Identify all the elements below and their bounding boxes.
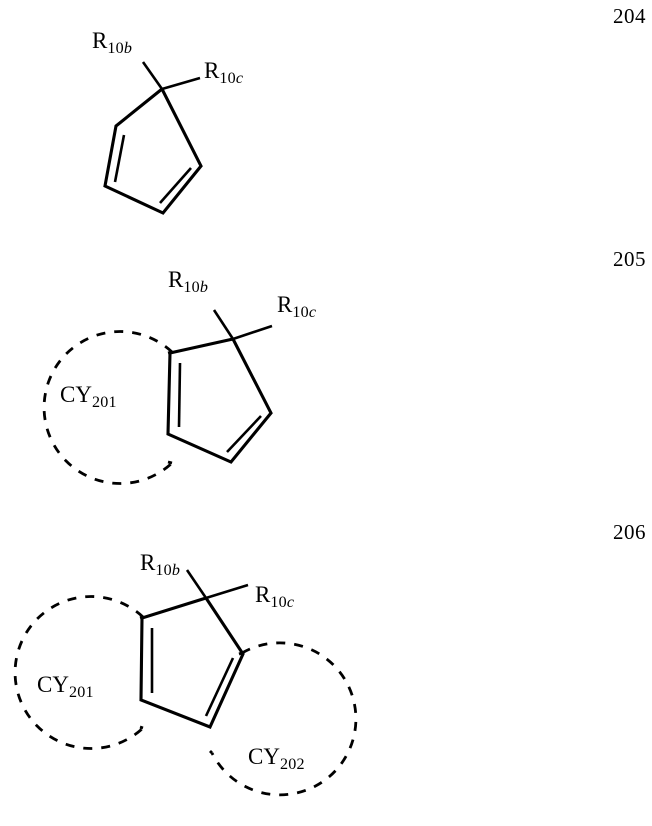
r-base: R: [277, 292, 293, 317]
cy-base: CY: [248, 744, 280, 769]
dashed-ring-cy201: [42, 330, 173, 485]
dashed-ring-cy201: [13, 595, 144, 750]
formula-number-205: 205: [613, 247, 646, 271]
dashed-ring-cy202: [210, 641, 358, 797]
label-cy201-205: CY201: [60, 383, 117, 411]
cy-base: CY: [37, 672, 69, 697]
label-cy201-206: CY201: [37, 673, 94, 701]
double-bond-inner-right: [226, 415, 262, 453]
r-base: R: [255, 582, 271, 607]
label-cy202-206: CY202: [248, 745, 305, 773]
label-r10b-205: R10b: [168, 268, 208, 296]
ring-skeleton-206: [139, 596, 245, 729]
r-sub-10: 10: [270, 594, 287, 612]
r-sub-10: 10: [219, 70, 236, 88]
r-sub-b: b: [123, 40, 132, 58]
fusion-dash-bottom-cy201: [139, 725, 144, 730]
r-base: R: [92, 28, 108, 53]
label-r10b-206: R10b: [140, 551, 180, 579]
structure-drawing-206: [13, 569, 358, 797]
bond-to-r10b: [185, 569, 208, 599]
ring-skeleton-205: [166, 337, 273, 464]
formula-number-206: 206: [613, 520, 646, 544]
r-base: R: [168, 267, 184, 292]
structure-drawing-205: [42, 309, 273, 485]
r-sub-b: b: [171, 562, 180, 580]
double-bond-inner-left: [177, 362, 182, 428]
cy-sub-202: 202: [279, 756, 305, 774]
double-bond-inner-right: [204, 657, 235, 717]
formula-number-204: 204: [613, 4, 646, 28]
cy-base: CY: [60, 382, 92, 407]
ring-skeleton-204: [103, 87, 203, 215]
r-base: R: [204, 58, 220, 83]
label-r10c-204: R10c: [204, 59, 243, 87]
cy-sub-201: 201: [91, 394, 117, 412]
double-bond-inner-right: [159, 167, 192, 204]
r-sub-c: c: [286, 594, 294, 612]
r-sub-10: 10: [292, 304, 309, 322]
r-base: R: [140, 550, 156, 575]
fusion-dash-bottom-cy201: [167, 460, 173, 465]
r-sub-10: 10: [155, 562, 172, 580]
r-sub-10: 10: [183, 279, 200, 297]
formula-205: 205 R10b R10c CY201: [0, 240, 652, 510]
r-sub-c: c: [308, 304, 316, 322]
bond-to-r10c: [232, 324, 273, 341]
label-r10c-205: R10c: [277, 293, 316, 321]
bond-to-r10c: [205, 583, 249, 600]
double-bond-inner-left: [113, 134, 126, 183]
label-r10c-206: R10c: [255, 583, 294, 611]
bond-to-r10c: [161, 76, 201, 91]
cy-sub-201: 201: [68, 684, 94, 702]
fusion-dash-lower-cy202: [209, 750, 213, 754]
formula-204: 204 R10b R10c: [0, 0, 652, 240]
structure-drawing-204: [103, 61, 203, 215]
r-sub-b: b: [199, 279, 208, 297]
bond-to-r10b: [141, 61, 164, 90]
label-r10b-204: R10b: [92, 29, 132, 57]
r-sub-10: 10: [107, 40, 124, 58]
r-sub-c: c: [235, 70, 243, 88]
formula-206: 206 R10b R10c CY201 CY202: [0, 510, 652, 826]
bond-to-r10b: [212, 309, 235, 340]
